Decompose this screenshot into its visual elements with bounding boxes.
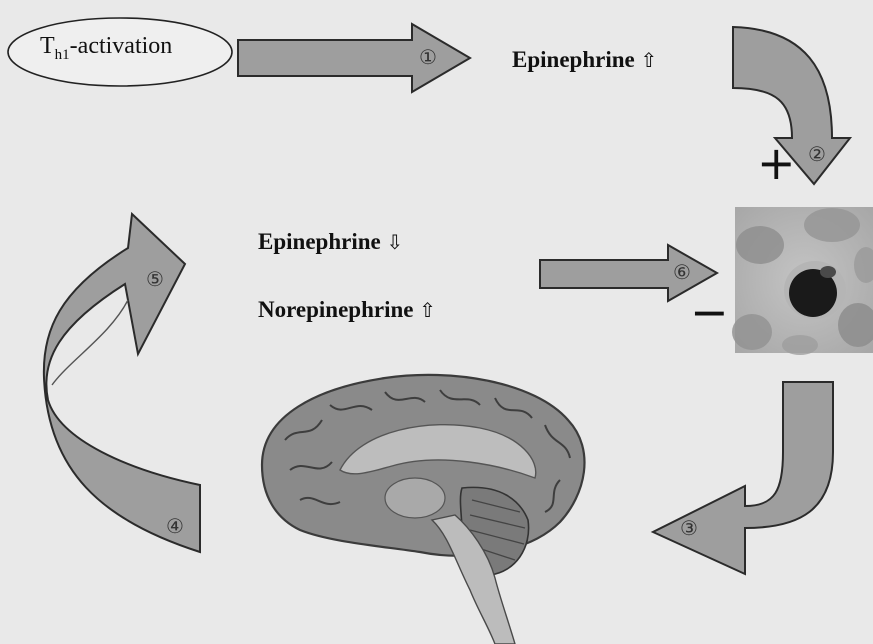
step-4-marker: ④ xyxy=(166,517,184,535)
step-2-marker: ② xyxy=(808,145,826,163)
brain-illustration xyxy=(262,375,584,644)
arrow-4-5 xyxy=(44,214,200,552)
epinephrine-up-text: Epinephrine xyxy=(512,47,635,72)
epinephrine-up-label: Epinephrine ⇧ xyxy=(512,47,657,73)
arrow-3 xyxy=(653,382,833,574)
th1-activation-label: Th1-activation xyxy=(40,33,172,64)
th1-T: T xyxy=(40,33,55,59)
th1-subscript: h1 xyxy=(55,47,70,63)
norepinephrine-up-text: Norepinephrine xyxy=(258,297,413,322)
epinephrine-down-label: Epinephrine ⇩ xyxy=(258,229,403,255)
epinephrine-down-text: Epinephrine xyxy=(258,229,381,254)
step-3-marker: ③ xyxy=(680,519,698,537)
down-arrow-icon: ⇩ xyxy=(386,230,403,254)
minus-sign: − xyxy=(690,285,729,339)
step-6-marker: ⑥ xyxy=(673,263,691,281)
step-1-marker: ① xyxy=(419,48,437,66)
plus-sign: + xyxy=(757,136,796,190)
up-arrow-icon: ⇧ xyxy=(640,48,657,72)
norepinephrine-up-label: Norepinephrine ⇧ xyxy=(258,297,436,323)
th1-rest: -activation xyxy=(70,33,173,59)
up-arrow-icon: ⇧ xyxy=(419,298,436,322)
step-5-marker: ⑤ xyxy=(146,270,164,288)
cell-micrograph xyxy=(732,207,873,355)
